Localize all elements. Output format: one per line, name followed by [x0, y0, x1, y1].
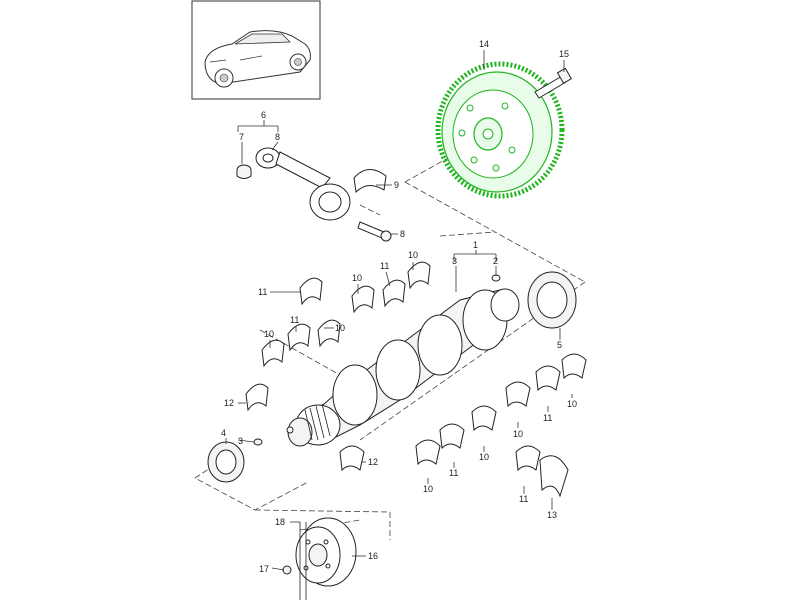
label-8[interactable]: 8 [400, 229, 405, 239]
label-11[interactable]: 11 [543, 413, 552, 423]
bearing-shell[interactable] [299, 277, 323, 306]
label-11[interactable]: 11 [258, 287, 267, 297]
pulley-part-16[interactable] [295, 517, 357, 587]
label-10[interactable]: 10 [567, 399, 577, 409]
flywheel-bolt-part-15[interactable] [534, 67, 573, 99]
connecting-rod-part-6[interactable] [255, 147, 351, 221]
bearing-shell[interactable] [287, 323, 311, 352]
label-15[interactable]: 15 [559, 49, 569, 59]
bearing-shell[interactable] [382, 279, 406, 308]
label-17[interactable]: 17 [259, 564, 269, 574]
rod-bearing-part-9[interactable] [353, 169, 387, 194]
label-11[interactable]: 11 [449, 468, 458, 478]
label-10[interactable]: 10 [335, 323, 345, 333]
bearing-shell[interactable] [505, 381, 531, 408]
pulley-bolt-part-17[interactable] [282, 565, 292, 575]
label-10[interactable]: 10 [352, 273, 362, 283]
label-1[interactable]: 1 [473, 240, 478, 250]
bearing-shell[interactable] [317, 319, 341, 348]
bearing-shell[interactable] [561, 353, 587, 380]
label-11[interactable]: 11 [380, 261, 389, 271]
thrust-bearing-part-13[interactable] [539, 455, 569, 498]
bearing-shell[interactable] [515, 445, 541, 472]
label-5[interactable]: 5 [557, 340, 562, 350]
crankshaft-part-1[interactable] [286, 288, 520, 447]
label-11[interactable]: 11 [519, 494, 528, 504]
label-10[interactable]: 10 [264, 329, 274, 339]
bearing-shell[interactable] [471, 405, 497, 432]
bearing-shell[interactable] [415, 439, 441, 466]
bearing-shell[interactable] [245, 383, 269, 412]
bearing-shell[interactable] [535, 365, 561, 392]
rod-bolt-part-8[interactable] [357, 221, 392, 242]
bearing-shell[interactable] [351, 285, 375, 314]
label-13[interactable]: 13 [547, 510, 557, 520]
label-9[interactable]: 9 [394, 180, 399, 190]
main-bearing-shells [245, 261, 587, 498]
label-6[interactable]: 6 [261, 110, 266, 120]
label-10[interactable]: 10 [513, 429, 523, 439]
label-16[interactable]: 16 [368, 551, 378, 561]
label-4[interactable]: 4 [221, 428, 226, 438]
label-10[interactable]: 10 [408, 250, 418, 260]
label-8[interactable]: 8 [275, 132, 280, 142]
vehicle-thumbnail [191, 0, 321, 100]
label-7[interactable]: 7 [239, 132, 244, 142]
label-3[interactable]: 3 [452, 256, 457, 266]
plug-part-3[interactable] [253, 438, 263, 446]
label-10[interactable]: 10 [479, 452, 489, 462]
front-seal-part-4[interactable] [207, 441, 245, 483]
label-14[interactable]: 14 [479, 39, 489, 49]
part-labels: 14 15 6 7 8 9 8 1 3 2 10 11 10 11 11 10 … [221, 39, 577, 574]
bearing-shell[interactable] [439, 423, 465, 450]
flywheel-part-14[interactable] [435, 61, 565, 199]
label-2[interactable]: 2 [493, 256, 498, 266]
bearing-shell[interactable] [339, 445, 365, 472]
bearing-shell[interactable] [261, 339, 285, 368]
bearing-shell[interactable] [407, 261, 431, 290]
label-10[interactable]: 10 [423, 484, 433, 494]
label-12[interactable]: 12 [224, 398, 234, 408]
label-3[interactable]: 3 [238, 436, 243, 446]
rear-seal-part-5[interactable] [527, 271, 577, 329]
leader-lines [225, 50, 573, 571]
label-18[interactable]: 18 [275, 517, 285, 527]
belt-part-18[interactable] [299, 522, 307, 600]
label-12[interactable]: 12 [368, 457, 378, 467]
small-end-bushing-part-7[interactable] [236, 164, 252, 179]
label-11[interactable]: 11 [290, 315, 299, 325]
